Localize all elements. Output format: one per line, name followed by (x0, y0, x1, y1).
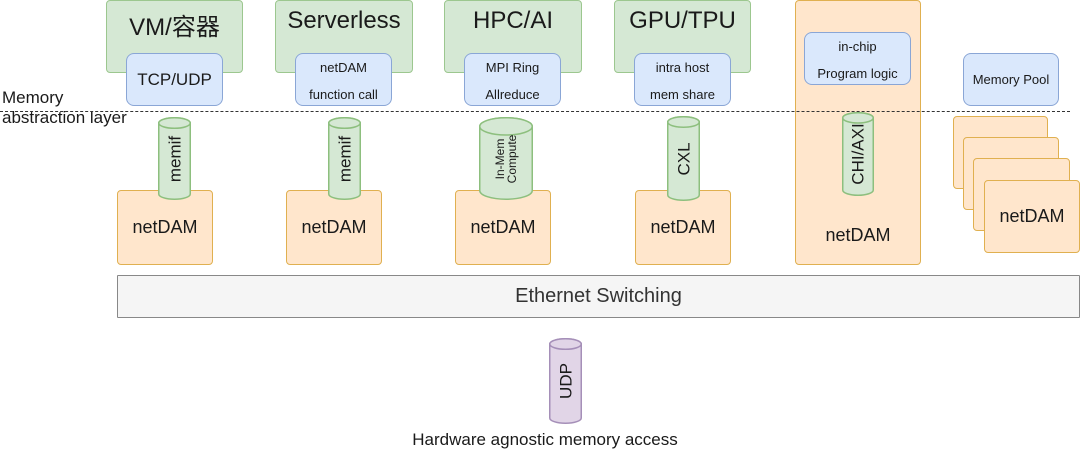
cylinder-label: CHI/AXI (848, 123, 868, 185)
cylinder-top (328, 117, 361, 130)
netdam-label: netDAM (825, 224, 891, 245)
interface-label-line-2: mem share (649, 87, 716, 102)
app-label: Serverless (287, 7, 401, 34)
interface-label-line-2: Program logic (817, 66, 898, 81)
cxl-cylinder: CXL (667, 116, 700, 201)
cylinder-label: CXL (674, 141, 693, 176)
interface-label: Memory Pool (972, 72, 1050, 87)
cylinder-top (479, 117, 533, 136)
netdam-node-3: netDAM (455, 190, 551, 265)
interface-box-tcp-udp: TCP/UDP (126, 53, 223, 106)
cylinder-shape (842, 112, 874, 196)
netdam-label: netDAM (132, 217, 198, 237)
app-label: VM/容器 (129, 14, 220, 41)
cylinder-shape (158, 117, 191, 200)
cylinder-shape (479, 117, 533, 200)
interface-label-line-1: netDAM (320, 60, 367, 75)
netdam-label: netDAM (999, 206, 1065, 226)
ethernet-label: Ethernet Switching (515, 285, 682, 307)
in-mem-compute-cylinder: In-Mem Compute (479, 117, 533, 200)
abstraction-layer-divider (0, 111, 1070, 112)
memory-pool-node-stack-4: netDAM (984, 180, 1080, 253)
cylinder-top (549, 338, 582, 351)
cylinder-top (158, 117, 191, 130)
memif-cylinder-2: memif (328, 117, 361, 200)
cylinder-label: UDP (556, 363, 575, 399)
diagram-caption: Hardware agnostic memory access (345, 429, 745, 451)
cylinder-label: memif (335, 135, 354, 182)
netdam-node-1: netDAM (117, 190, 213, 265)
cylinder-shape (667, 116, 700, 201)
interface-label-line-2: Allreduce (485, 87, 540, 102)
interface-label-line-1: in-chip (838, 39, 877, 54)
interface-box-netdam-function-call: netDAM function call (295, 53, 392, 106)
netdam-node-2: netDAM (286, 190, 382, 265)
netdam-node-4: netDAM (635, 190, 731, 265)
memif-cylinder-1: memif (158, 117, 191, 200)
cylinder-top (842, 112, 874, 124)
cylinder-top (667, 116, 700, 129)
interface-label-line-2: function call (309, 87, 378, 102)
cylinder-shape (549, 338, 582, 424)
udp-cylinder: UDP (549, 338, 582, 424)
chi-axi-cylinder: CHI/AXI (842, 112, 874, 196)
ethernet-switching-bar: Ethernet Switching (117, 275, 1080, 318)
in-chip-netdam-label: netDAM (795, 220, 921, 250)
interface-box-intra-host-mem-share: intra host mem share (634, 53, 731, 106)
interface-box-memory-pool: Memory Pool (963, 53, 1059, 106)
netdam-label: netDAM (650, 217, 716, 237)
side-label-line-1: Memory (2, 88, 64, 107)
cylinder-label: In-Mem Compute (493, 134, 519, 183)
cylinder-label-line-2: Compute (505, 134, 519, 183)
cylinder-shape (328, 117, 361, 200)
memory-abstraction-layer-label: Memory abstraction layer (2, 88, 127, 128)
side-label-line-2: abstraction layer (2, 108, 127, 127)
app-label: GPU/TPU (629, 7, 736, 34)
netdam-label: netDAM (470, 217, 536, 237)
interface-box-mpi-ring-allreduce: MPI Ring Allreduce (464, 53, 561, 106)
cylinder-label: memif (165, 135, 184, 182)
interface-box-in-chip-program-logic: in-chip Program logic (804, 32, 911, 85)
interface-label-line-1: MPI Ring (485, 60, 540, 75)
caption-text: Hardware agnostic memory access (412, 430, 678, 449)
interface-label-line-1: intra host (655, 60, 710, 75)
app-label: HPC/AI (472, 7, 553, 34)
netdam-label: netDAM (301, 217, 367, 237)
interface-label: TCP/UDP (137, 69, 212, 89)
